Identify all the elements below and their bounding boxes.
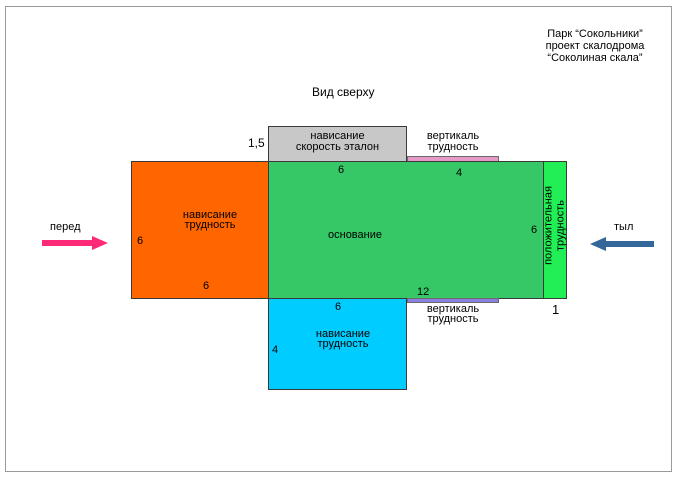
front-overhang-label-1: нависание: [182, 209, 238, 221]
front-overhang-dim-bottom: 6: [203, 280, 210, 292]
bottom-overhang-label-2: трудность: [317, 338, 369, 350]
front-overhang-block: [131, 161, 269, 299]
front-overhang-label-2: трудность: [184, 219, 236, 231]
back-label: тыл: [614, 221, 634, 233]
header-name: “Соколиная скала”: [547, 52, 643, 64]
header-project: проект скалодрома: [545, 40, 645, 52]
vertical-bottom-label-2: трудность: [427, 313, 479, 325]
vertical-bottom-dim: 12: [417, 286, 430, 298]
vertical-bottom-strip: [407, 298, 499, 303]
base-label: основание: [328, 229, 382, 241]
base-dim-right: 6: [531, 224, 538, 236]
top-overhang-label-1: нависание: [310, 130, 365, 142]
base-block: [268, 161, 544, 299]
bottom-overhang-block: [268, 298, 407, 390]
bottom-overhang-dim-top: 6: [335, 301, 342, 313]
top-overhang-label-2: скорость эталон: [295, 141, 380, 153]
view-title: Вид сверху: [312, 85, 375, 99]
bottom-overhang-dim-side: 4: [272, 344, 279, 356]
bottom-overhang-label-1: нависание: [315, 328, 371, 340]
vertical-top-label-2: трудность: [427, 141, 479, 153]
vertical-top-label-1: вертикаль: [426, 130, 480, 142]
front-overhang-dim-side: 6: [137, 235, 144, 247]
back-arrow-icon: [590, 237, 654, 251]
front-label: перед: [50, 221, 81, 233]
drawing-frame: [5, 6, 672, 472]
vertical-top-dim: 4: [456, 167, 463, 179]
positive-label-2: трудность: [554, 199, 567, 252]
front-arrow-icon: [42, 236, 108, 250]
positive-block: [543, 161, 567, 299]
top-overhang-dim: 1,5: [248, 136, 265, 150]
positive-dim: 1: [552, 302, 560, 317]
positive-label-1: положительная: [542, 186, 555, 265]
vertical-bottom-label-1: вертикаль: [426, 303, 480, 315]
header-park: Парк “Сокольники”: [547, 28, 643, 40]
base-dim-top: 6: [338, 164, 345, 176]
